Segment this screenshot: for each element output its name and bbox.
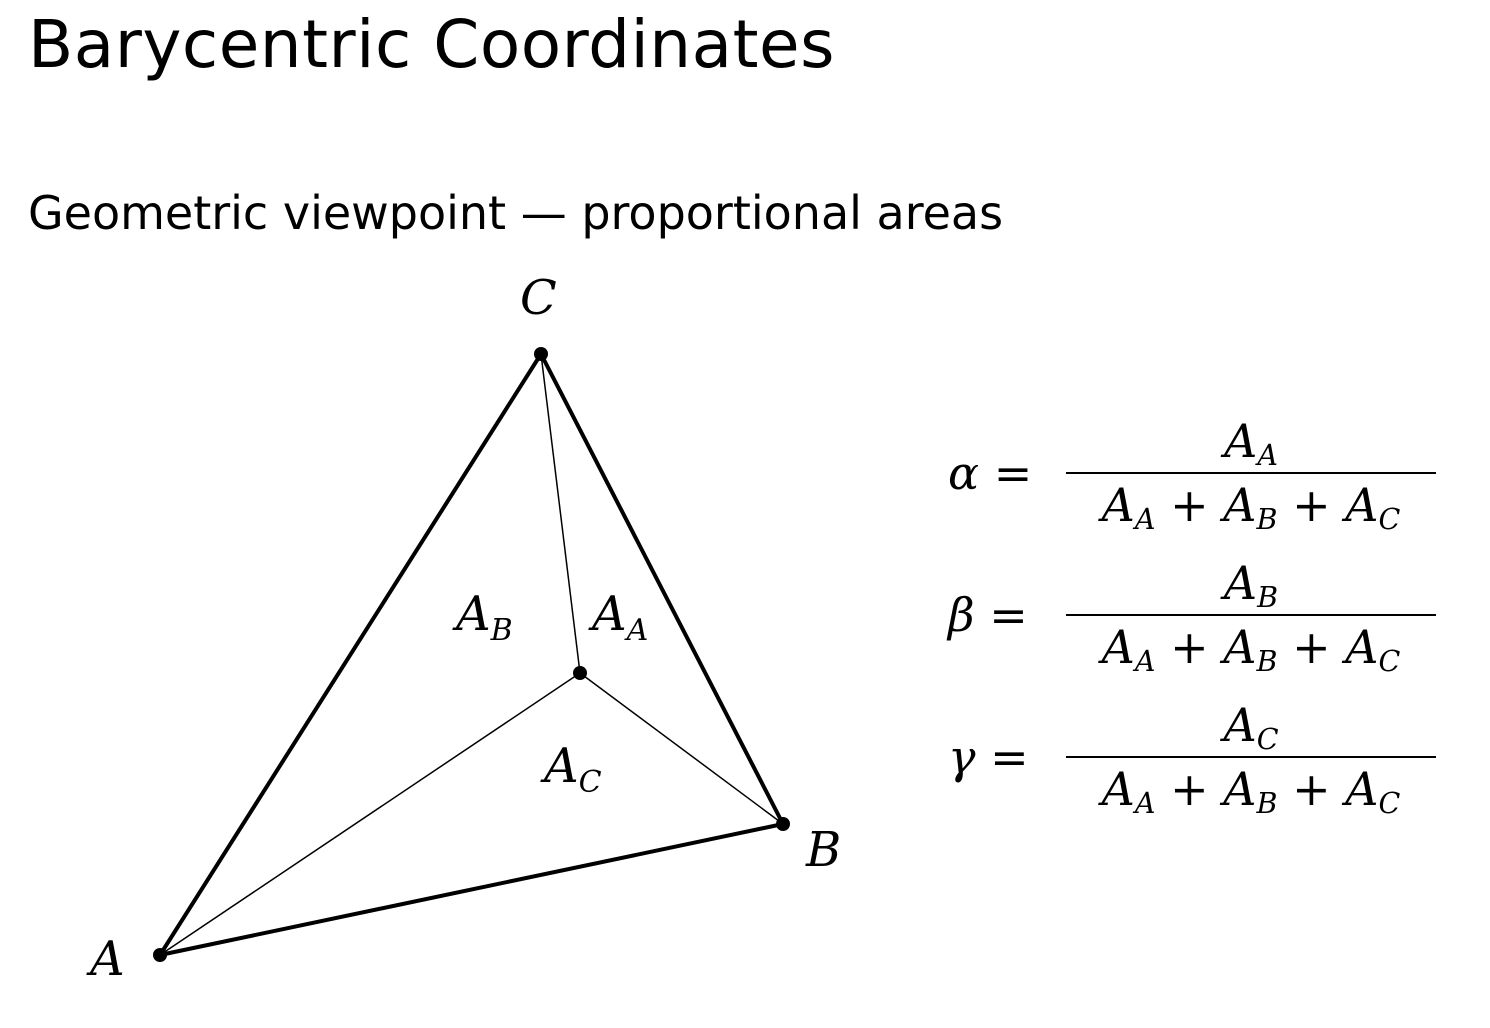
formula-beta-equals: =	[989, 588, 1028, 642]
formula-gamma: γ = AC AA + AB + AC	[948, 694, 1448, 824]
formula-alpha-numerator: AA	[1224, 414, 1278, 472]
vertex-b-dot	[776, 817, 790, 831]
vertex-c-dot	[534, 347, 548, 361]
inner-line-to-a	[159, 672, 581, 956]
formula-gamma-symbol: γ	[948, 730, 976, 784]
vertex-label-c: C	[520, 270, 557, 326]
formula-beta-symbol: β	[948, 588, 975, 642]
slide-title: Barycentric Coordinates	[28, 6, 835, 83]
triangle-outline	[158, 352, 785, 957]
vertex-a-dot	[153, 948, 167, 962]
formula-beta: β = AB AA + AB + AC	[948, 552, 1448, 682]
region-label-ab: AB	[452, 586, 513, 648]
vertex-label-b: B	[805, 822, 841, 878]
formula-beta-denominator: AA + AB + AC	[1101, 620, 1401, 678]
formula-alpha-fraction-bar	[1066, 472, 1436, 474]
inner-line-to-c	[540, 353, 581, 674]
vertex-label-a: A	[86, 931, 125, 987]
formula-alpha-denominator: AA + AB + AC	[1101, 478, 1401, 536]
formula-gamma-fraction-bar	[1066, 756, 1436, 758]
formula-beta-fraction-bar	[1066, 614, 1436, 616]
formula-gamma-numerator: AC	[1223, 698, 1279, 756]
formula-alpha: α = AA AA + AB + AC	[948, 410, 1448, 540]
region-label-ac: AC	[540, 738, 602, 800]
interior-point-dot	[573, 666, 587, 680]
formula-gamma-denominator: AA + AB + AC	[1101, 762, 1401, 820]
formula-beta-numerator: AB	[1223, 556, 1279, 614]
slide-subtitle: Geometric viewpoint — proportional areas	[28, 186, 1004, 240]
formula-gamma-equals: =	[990, 730, 1029, 784]
inner-line-to-b	[579, 672, 784, 825]
formula-alpha-equals: =	[993, 446, 1033, 500]
formula-alpha-symbol: α	[948, 446, 980, 500]
region-label-aa: AA	[588, 586, 648, 648]
